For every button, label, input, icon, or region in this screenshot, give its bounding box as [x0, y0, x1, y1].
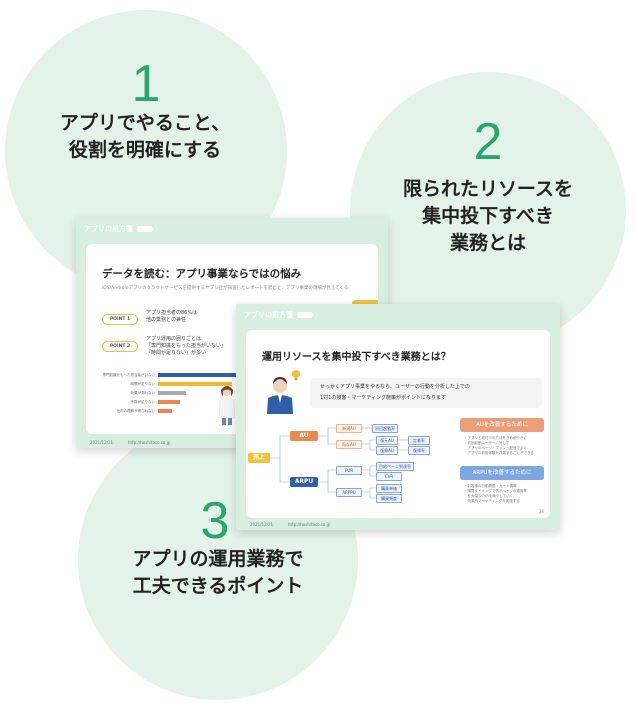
point-2-line-2: 「専門知識をもった担当がいない」 [146, 343, 227, 349]
slide-2-card: 運用リソースを集中投下すべき業務とは？ せっかくアプリ事業をやるなら、ユーザーの… [246, 330, 550, 518]
kpi-node-cvr: CVR [376, 472, 402, 481]
section-3-line-1: アプリの運用業務で [132, 548, 304, 570]
point-2-line-1: アプリ運用の困りごとは [146, 336, 202, 342]
kpi-branch-au: AU [290, 431, 318, 441]
arpu-note-3: を大幅なCVRを増やしていく [464, 494, 514, 498]
slide-1-header: アプリの処方箋 [84, 224, 153, 234]
kpi-node-target-page-rate: 目的ページ到達率 [376, 462, 414, 471]
section-2-line-2: 集中投下すべき [422, 205, 554, 227]
kpi-node-restore-au: 復元AU [376, 436, 398, 445]
section-3-line-2: 工夫できるポイント [132, 575, 304, 597]
point-1-line-2: 他の業務との兼任 [146, 317, 186, 323]
kpi-node-unit-price: 購買単価 [376, 484, 402, 493]
slide-2-header: アプリの処方箋 [244, 310, 313, 320]
au-note-1: ・アプリと紐付けの方法をきめ細やかに [464, 436, 527, 440]
arpu-improve-box: ARPUを改善するために [460, 466, 544, 480]
au-improve-box: AUを改善するために [460, 418, 544, 432]
au-note-3: アプリのページ・プッシュ配信でよく [464, 446, 527, 450]
point-1-badge: POINT 1 [102, 314, 138, 325]
bar-label: 社内の理解が得られない [116, 408, 156, 413]
section-3-number: 3 [200, 492, 230, 550]
bar [158, 373, 240, 377]
arpu-note-4: 効果的マーケティングを実施する [464, 499, 520, 503]
slide-1-footer-url: http://hoshitaso.co.jp [128, 440, 171, 445]
slide-2-page-number: 36 [538, 509, 544, 514]
bubble-line-2: 1対1の接客・マーケティング施策がポイントになります [320, 395, 446, 401]
kpi-node-new-au: 新規AU [336, 424, 362, 433]
man-with-idea-icon [267, 370, 300, 414]
point-2-text: アプリ運用の困りごとは 「専門知識をもった担当がいない」 「時間が足りない」が多… [146, 336, 226, 357]
bar-label: 時間が足りない [130, 381, 156, 386]
bar-row: 効果が測れない [102, 390, 186, 396]
point-1-line-1: アプリ担当者の86%は [146, 310, 198, 316]
slide-2-header-text: アプリの処方箋 [244, 311, 293, 319]
slide-1-title: データを読む：アプリ事業ならではの悩み [102, 268, 302, 280]
kpi-tree-connectors [270, 427, 408, 499]
bar-label: 予算が足りない [130, 399, 156, 404]
au-note-4: アプリの利用体験を改善することができる [464, 451, 534, 455]
section-1-line-1: アプリでやること、 [59, 112, 231, 134]
bar [158, 409, 172, 413]
kpi-node-return-rate: 復帰率 [408, 446, 430, 455]
slide-1-footer-date: 2021/12/21 [90, 440, 114, 445]
section-1-number: 1 [131, 55, 161, 113]
section-1-heading: アプリでやること、 役割を明確にする [20, 110, 270, 164]
slide-2-footer-url: http://hoshitaso.co.jp [288, 522, 331, 527]
slide-2-footer-date: 2021/12/21 [250, 522, 274, 527]
kpi-branch-arpu: ARPU [290, 477, 318, 487]
point-1-text: アプリ担当者の86%は 他の業務との兼任 [146, 310, 197, 324]
slide-preview-2: アプリの処方箋 運用リソースを集中投下すべき業務とは？ せっかくアプリ事業をやる… [236, 304, 560, 530]
bar [158, 382, 232, 386]
bar-row: 専門知識をもった担当者がいない [102, 372, 240, 378]
slide-2-speech-bubble: せっかくアプリ事業をやるなら、ユーザーの行動を分析した上での 1対1の接客・マー… [310, 378, 542, 408]
point-2-line-3: 「時間が足りない」が多い [146, 350, 207, 356]
section-1-line-2: 役割を明確にする [68, 139, 222, 161]
bar-row: 時間が足りない [102, 381, 232, 387]
slide-2-header-pill [297, 312, 313, 318]
bubble-line-1: せっかくアプリ事業をやるなら、ユーザーの行動を分析した上での [320, 384, 470, 390]
au-note-2: ・初回起動ユーザーに対して [464, 441, 510, 445]
person-illustration-icon [218, 386, 236, 425]
kpi-node-existing-au: 既存AU [336, 440, 362, 449]
kpi-root-sales: 売上 [248, 453, 270, 463]
kpi-node-frequency: 購買頻度 [376, 494, 402, 503]
bar-row: 予算が足りない [102, 399, 180, 405]
bar-label: 専門知識をもった担当者がいない [102, 372, 156, 377]
arpu-note-2: ・購買タイミングで表示ページの適用率 [464, 489, 527, 493]
slide-1-header-text: アプリの処方箋 [84, 225, 133, 233]
bar-row: 社内の理解が得られない [102, 408, 172, 414]
section-2-heading: 限られたリソースを 集中投下すべき 業務とは [372, 176, 604, 257]
slide-2-title: 運用リソースを集中投下すべき業務とは？ [262, 352, 451, 363]
au-improve-notes: ・アプリと紐付けの方法をきめ細やかに ・初回起動ユーザーに対して アプリのページ… [464, 436, 544, 456]
section-2-line-1: 限られたリソースを [402, 178, 574, 200]
arpu-note-1: ・お客様の行動履歴・カート情報 [464, 484, 517, 488]
bar-label: 効果が測れない [130, 390, 156, 395]
slide-1-subtitle: iOS/Androidアプリのクラウドサービスを提供するヤプリ社が調査したレポー… [102, 286, 349, 291]
slide-1-header-pill [137, 226, 153, 232]
arpu-improve-notes: ・お客様の行動履歴・カート情報 ・購買タイミングで表示ページの適用率 を大幅なC… [464, 484, 544, 504]
kpi-node-retention: 定着率 [408, 436, 430, 445]
point-2-badge: POINT 2 [102, 341, 138, 352]
bar [158, 391, 186, 395]
kpi-node-return-au: 復帰AU [376, 446, 398, 455]
section-2-number: 2 [473, 113, 503, 171]
section-3-heading: アプリの運用業務で 工夫できるポイント [90, 546, 346, 600]
slide-preview-1: アプリの処方箋 データを読む：アプリ事業ならではの悩み iOS/Androidア… [76, 218, 388, 448]
bar [158, 400, 180, 404]
kpi-node-pur: PUR [336, 466, 362, 475]
section-2-circle [350, 72, 626, 348]
section-2-line-3: 業務とは [449, 232, 526, 254]
kpi-node-first-launch: 初回起動率 [372, 424, 398, 433]
kpi-node-arppu: ARPPU [336, 488, 362, 497]
